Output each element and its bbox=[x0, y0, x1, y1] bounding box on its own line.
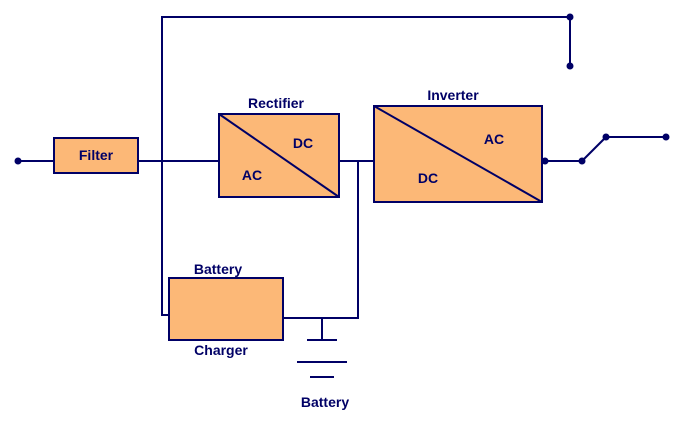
charger-label-bottom: Charger bbox=[194, 342, 248, 358]
filter-box bbox=[53, 137, 139, 174]
transfer-switch-blade bbox=[581, 136, 607, 162]
battery-symbol: Battery bbox=[297, 318, 349, 410]
rectifier-diagonal bbox=[218, 113, 340, 198]
battery-label: Battery bbox=[301, 394, 349, 410]
charger-label-top: Battery bbox=[194, 261, 242, 277]
filter-label: Filter bbox=[79, 147, 114, 163]
inverter-title: Inverter bbox=[427, 87, 479, 103]
rectifier-title: Rectifier bbox=[248, 95, 305, 111]
inverter-input-label: DC bbox=[418, 170, 438, 186]
rectifier-block: Rectifier AC DC bbox=[218, 95, 340, 198]
dc-bus-to-battery bbox=[322, 161, 359, 319]
charger-box bbox=[168, 277, 284, 341]
rectifier-input-label: AC bbox=[242, 167, 262, 183]
inverter-diagonal bbox=[373, 105, 543, 203]
inverter-output-label: AC bbox=[484, 131, 504, 147]
bypass-node-top bbox=[566, 13, 574, 21]
filter-block: Filter bbox=[53, 137, 139, 174]
inverter-block: Inverter DC AC bbox=[373, 87, 543, 203]
bypass-switch-contact bbox=[566, 62, 574, 70]
charger-feed-line bbox=[161, 161, 169, 316]
rectifier-output-label: DC bbox=[293, 135, 313, 151]
charger-block: Battery Charger bbox=[168, 261, 284, 358]
bypass-line bbox=[161, 16, 571, 161]
output-terminal bbox=[662, 133, 670, 141]
